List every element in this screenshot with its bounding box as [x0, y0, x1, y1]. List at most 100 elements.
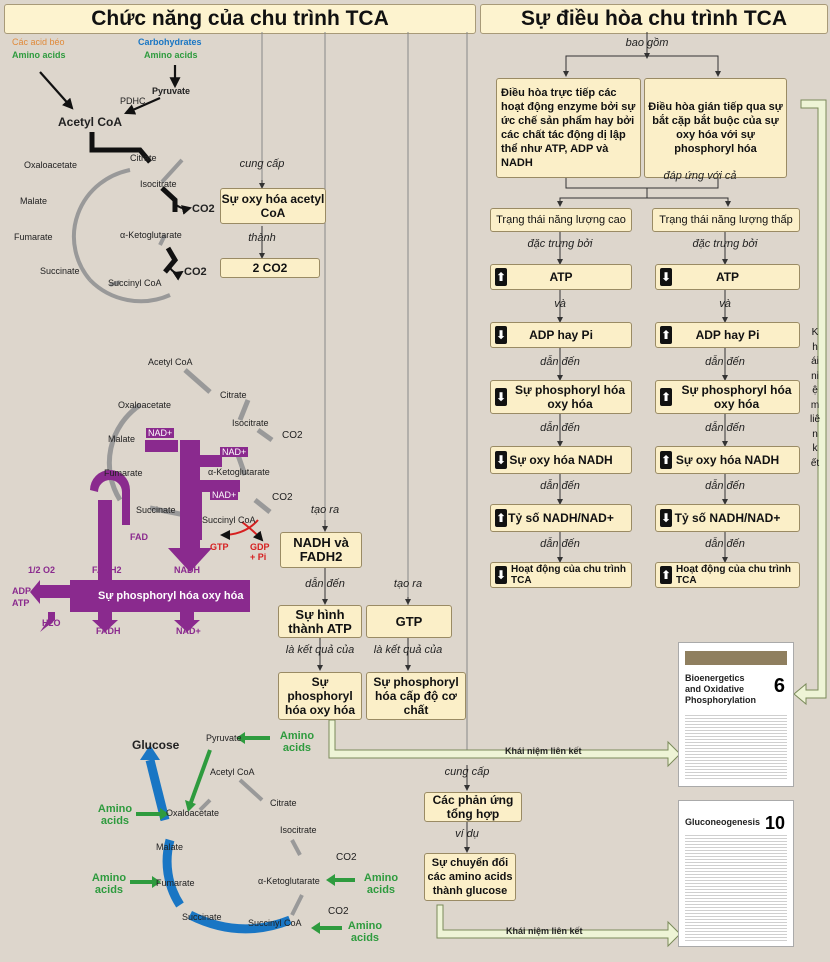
- oxphos-bar-label: Sự phosphoryl hóa oxy hóa: [98, 590, 244, 602]
- pi-label: + Pi: [250, 552, 267, 562]
- link-label: Khái niệm liên kết: [505, 746, 582, 756]
- and-label: và: [554, 298, 566, 310]
- produces-label: tạo ra: [393, 578, 423, 590]
- succinyl-coa-label: Succinyl CoA: [108, 278, 162, 288]
- succinate-label: Succinate: [136, 505, 176, 515]
- down-arrow-icon: ⬇: [660, 509, 672, 527]
- amino-acids-label: Amino acids: [363, 872, 399, 896]
- amino-left-label: Amino acids: [12, 50, 66, 60]
- succinate-label: Succinate: [40, 266, 80, 276]
- co2-label: CO2: [328, 906, 349, 917]
- nadh-fadh2-box: NADH và FADH2: [280, 532, 362, 568]
- characterized-label: đặc trưng bởi: [527, 238, 593, 250]
- isocitrate-label: Isocitrate: [140, 179, 177, 189]
- nad-label: NAD+: [210, 490, 239, 500]
- indirect-regulation-box: Điều hòa gián tiếp qua sự bắt cặp bắt bu…: [644, 78, 787, 178]
- fumarate-label: Fumarate: [156, 878, 195, 888]
- malate-label: Malate: [20, 196, 48, 206]
- and-label: và: [719, 298, 731, 310]
- acetyl-coa-label: Acetyl CoA: [58, 115, 123, 129]
- direct-regulation-box: Điều hòa trực tiếp các hoạt động enzyme …: [496, 78, 641, 178]
- pyruvate-label: Pyruvate: [152, 86, 191, 96]
- up-arrow-icon: ⬆: [660, 566, 672, 584]
- example-label: ví dụ: [455, 828, 479, 840]
- fadh2-label: FADH2: [92, 565, 122, 575]
- responds-label: đáp ứng với cả: [663, 170, 737, 182]
- leads-to-label: dẫn đến: [540, 480, 580, 492]
- carbs-label: Carbohydrates: [138, 37, 202, 47]
- atp-formation-box: Sự hình thành ATP: [278, 605, 362, 638]
- right-tca-activity-box: ⬆ Hoạt động của chu trình TCA: [655, 562, 800, 588]
- citrate-label: Citrate: [220, 390, 247, 400]
- co2-label: CO2: [184, 266, 207, 278]
- pdhc-label: PDHC: [120, 96, 146, 106]
- o2-label: 1/2 O2: [28, 565, 56, 575]
- leads-to-label: dẫn đến: [540, 422, 580, 434]
- characterized-label: đặc trưng bởi: [692, 238, 758, 250]
- fadh-out-label: FADH: [96, 626, 121, 636]
- includes-label: bao gồm: [625, 37, 669, 49]
- malate-label: Malate: [156, 842, 184, 852]
- up-arrow-icon: ⬆: [660, 451, 672, 469]
- atp-label: ATP: [12, 598, 30, 608]
- amino-right-label: Amino acids: [144, 50, 198, 60]
- substrate-phosphorylation-box: Sự phosphoryl hóa cấp độ cơ chất: [366, 672, 466, 720]
- succinate-label: Succinate: [182, 912, 222, 922]
- h2o-label: H2O: [42, 618, 61, 628]
- chapter-6-thumbnail[interactable]: Bioenergetics and Oxidative Phosphorylat…: [678, 642, 794, 787]
- provides-label: cung cấp: [444, 766, 490, 778]
- left-adp-box: ⬇ ADP hay Pi: [490, 322, 632, 348]
- result-of-label: là kết quả của: [373, 644, 443, 656]
- co2-label: CO2: [336, 852, 357, 863]
- leads-to-label: dẫn đến: [705, 538, 745, 550]
- acetyl-coa-label: Acetyl CoA: [148, 357, 193, 367]
- oxaloacetate-label: Oxaloacetate: [166, 808, 220, 818]
- left-tca-activity-box: ⬇ Hoạt động của chu trình TCA: [490, 562, 632, 588]
- co2-label: CO2: [272, 492, 293, 503]
- oxaloacetate-label: Oxaloacetate: [118, 400, 172, 410]
- pyruvate-label: Pyruvate: [206, 733, 242, 743]
- oxaloacetate-label: Oxaloacetate: [24, 160, 78, 170]
- nad-label: NAD+: [146, 428, 175, 438]
- into-label: thành: [248, 232, 276, 244]
- ketoglutarate-label: α-Ketoglutarate: [208, 467, 270, 477]
- nad-label: NAD+: [220, 447, 249, 457]
- ketoglutarate-label: α-Ketoglutarate: [258, 876, 320, 886]
- left-ratio-box: ⬆ Tỷ số NADH/NAD+: [490, 504, 632, 532]
- chapter-10-thumbnail[interactable]: Gluconeogenesis 10: [678, 800, 794, 947]
- link-label: Khái niệm liên kết: [506, 926, 583, 936]
- adp-label: ADP: [12, 586, 32, 596]
- isocitrate-label: Isocitrate: [232, 418, 269, 428]
- left-header: Chức năng của chu trình TCA: [4, 4, 476, 34]
- acetyl-coa-label: Acetyl CoA: [210, 767, 255, 777]
- high-energy-box: Trạng thái năng lượng cao: [490, 208, 632, 232]
- amino-to-glucose-box: Sự chuyển đổi các amino acids thành gluc…: [424, 853, 516, 901]
- down-arrow-icon: ⬇: [495, 326, 507, 344]
- leads-to-label: dẫn đến: [540, 356, 580, 368]
- nad-out-label: NAD+: [176, 626, 201, 636]
- leads-to-label: dẫn đến: [540, 538, 580, 550]
- chapter-10-number: 10: [764, 813, 785, 833]
- link-vertical-label: Khái niệm liên kết: [810, 327, 821, 469]
- succinyl-coa-label: Succinyl CoA: [202, 515, 256, 525]
- amino-acids-label: Amino acids: [279, 730, 315, 754]
- ketoglutarate-label: α-Ketoglutarate: [120, 230, 182, 240]
- co2-label: CO2: [192, 203, 215, 215]
- leads-to-label: dẫn đến: [705, 480, 745, 492]
- right-atp-box: ⬇ ATP: [655, 264, 800, 290]
- down-arrow-icon: ⬇: [495, 388, 507, 406]
- chapter-6-number: 6: [773, 675, 785, 697]
- amino-acids-label: Amino acids: [347, 920, 383, 944]
- co2-label: CO2: [282, 430, 303, 441]
- down-arrow-icon: ⬇: [495, 566, 507, 584]
- chapter-10-title: Gluconeogenesis: [685, 817, 761, 827]
- up-arrow-icon: ⬆: [660, 326, 672, 344]
- up-arrow-icon: ⬆: [495, 509, 507, 527]
- acetyl-oxidation-box: Sự oxy hóa acetyl CoA: [220, 188, 326, 224]
- citrate-label: Citrate: [270, 798, 297, 808]
- provides-label: cung cấp: [239, 158, 285, 170]
- leads-to-label: dẫn đến: [705, 422, 745, 434]
- amino-acids-label: Amino acids: [91, 872, 127, 896]
- low-energy-box: Trạng thái năng lượng thấp: [652, 208, 800, 232]
- fumarate-label: Fumarate: [14, 232, 53, 242]
